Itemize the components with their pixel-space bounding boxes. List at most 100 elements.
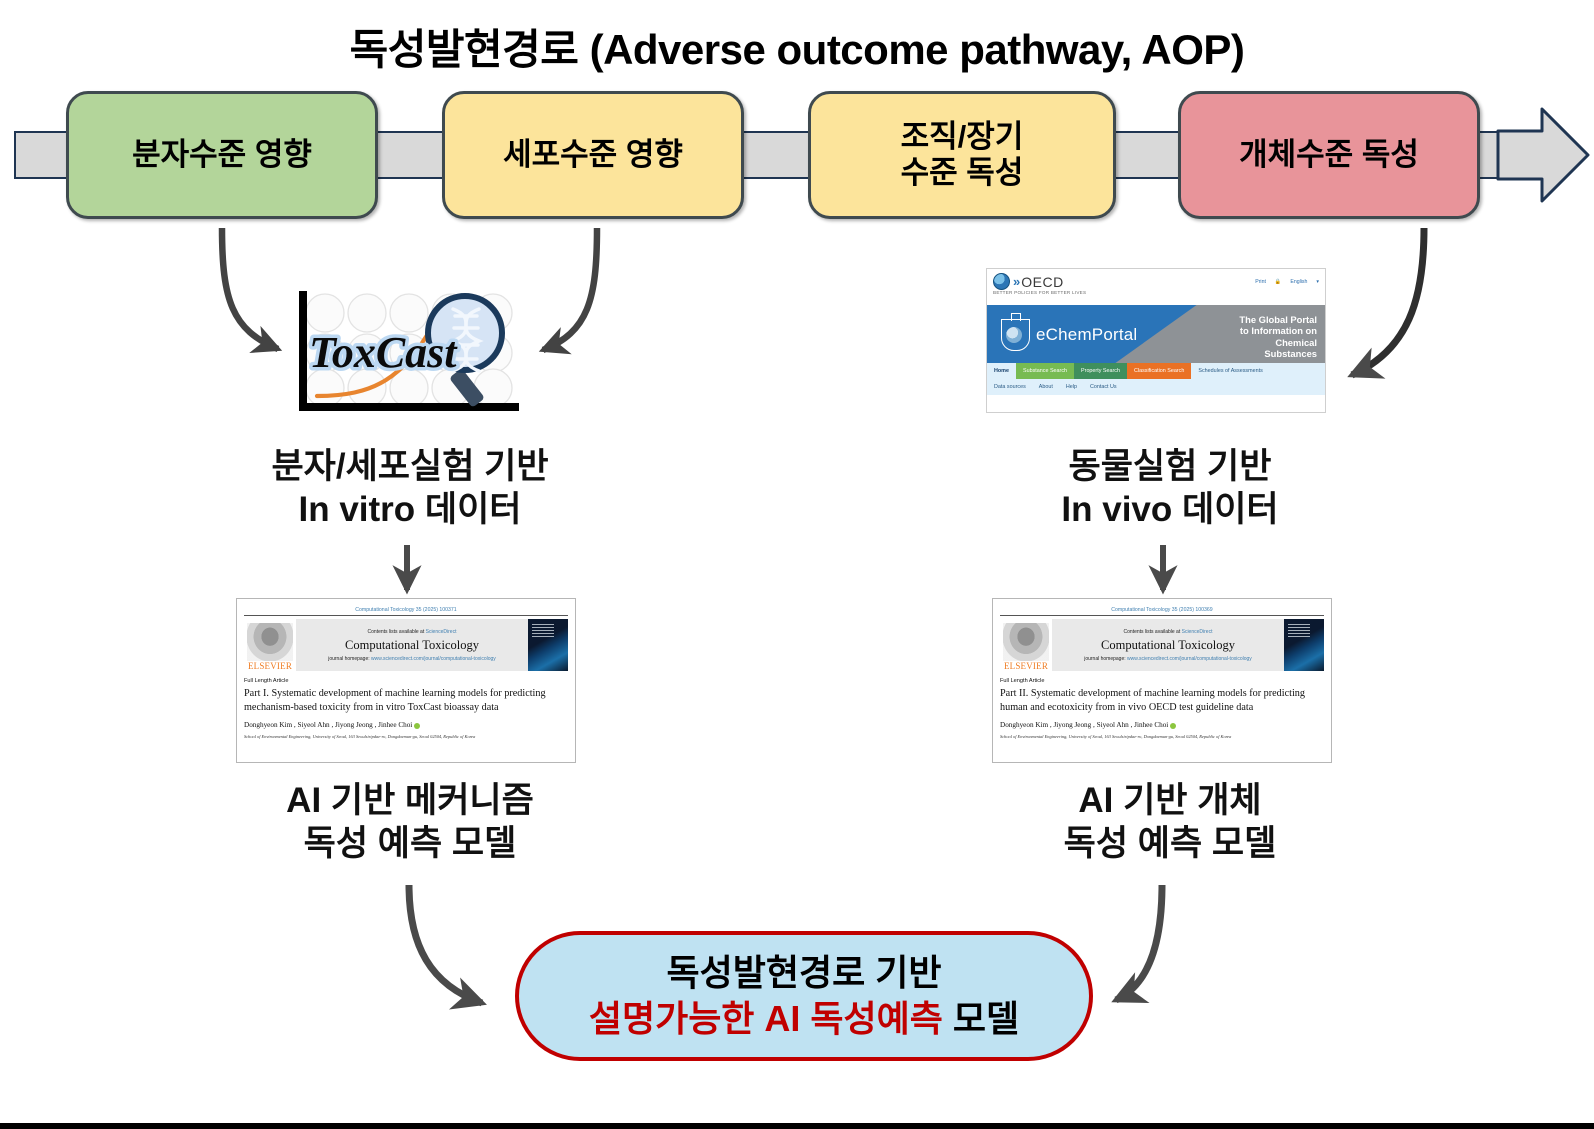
arrow-model2-to-result (1111, 884, 1166, 1004)
flask-globe-icon (1001, 313, 1030, 351)
paper-contents-line: Contents lists available at ScienceDirec… (368, 629, 457, 635)
paper-masthead: ELSEVIER Contents lists available at Sci… (1000, 619, 1324, 671)
paper-article-type: Full Length Article (1000, 678, 1045, 684)
toxcast-logo: ToxCast ToxCast (283, 283, 535, 418)
contents-prefix: Contents lists available at (1123, 628, 1182, 635)
toxcast-wordmark: ToxCast (309, 328, 458, 377)
page-title: 독성발현경로 (Adverse outcome pathway, AOP) (349, 26, 1245, 73)
echem-nav-schedules[interactable]: Schedules of Assessments (1198, 368, 1263, 374)
journal-homepage-link[interactable]: www.sciencedirect.com/journal/computatio… (371, 655, 496, 662)
paper-homepage-line: journal homepage: www.sciencedirect.com/… (328, 656, 496, 662)
aop-pathway-band: 분자수준 영향 세포수준 영향 조직/장기 수준 독성 개체수준 독성 (0, 85, 1594, 225)
elsevier-logo: ELSEVIER (244, 619, 296, 671)
paper-masthead: ELSEVIER Contents lists available at Sci… (244, 619, 568, 671)
caption-in-vitro: 분자/세포실험 기반 In vitro 데이터 (271, 447, 549, 529)
chevron-right-icon: » (1013, 274, 1020, 289)
echem-subnav-data-sources[interactable]: Data sources (994, 384, 1026, 390)
arrow-organism-to-echemportal (1347, 227, 1428, 379)
arrow-model1-to-result (405, 884, 487, 1010)
result-line-1: 독성발현경로 기반 (666, 952, 942, 994)
open-access-icon (414, 722, 421, 729)
paper-runhead: Computational Toxicology 35 (2025) 10036… (1111, 607, 1213, 613)
language-link[interactable]: English (1290, 279, 1308, 285)
paper-thumbnail-part-2[interactable]: Computational Toxicology 35 (2025) 10036… (992, 598, 1332, 763)
aop-stage-cellular[interactable]: 세포수준 영향 (442, 91, 744, 219)
paper-journal-block: Contents lists available at ScienceDirec… (1052, 619, 1284, 671)
lock-icon: 🔒 (1274, 279, 1282, 285)
paper-homepage-line: journal homepage: www.sciencedirect.com/… (1084, 656, 1252, 662)
paper-title: Part I. Systematic development of machin… (244, 688, 546, 713)
arrow-molecular-to-toxcast (218, 227, 283, 353)
aop-stage-tissue-organ[interactable]: 조직/장기 수준 독성 (808, 91, 1116, 219)
echem-subnav-contact[interactable]: Contact Us (1089, 384, 1117, 390)
echem-nav-classification-search[interactable]: Classification Search (1127, 363, 1192, 379)
echem-nav-home[interactable]: Home (994, 368, 1009, 374)
aop-stage-label: 분자수준 영향 (132, 137, 312, 173)
echem-subnav-about[interactable]: About (1038, 384, 1053, 390)
paper-affiliation: School of Environmental Engineering, Uni… (1000, 734, 1232, 740)
aop-stage-label: 세포수준 영향 (503, 137, 683, 173)
elsevier-wordmark: ELSEVIER (247, 661, 293, 671)
paper-runhead: Computational Toxicology 35 (2025) 10037… (355, 607, 457, 613)
paper-authors: Donghyeon Kim , Siyeol Ahn , Jiyong Jeon… (244, 721, 568, 729)
magnifier-icon (425, 293, 505, 407)
result-highlight: 설명가능한 AI 독성예측 (588, 998, 943, 1039)
echem-subnav-help[interactable]: Help (1065, 384, 1077, 390)
paper-journal-block: Contents lists available at ScienceDirec… (296, 619, 528, 671)
paper-affiliation: School of Environmental Engineering, Uni… (244, 734, 476, 740)
elsevier-wordmark: ELSEVIER (1003, 661, 1049, 671)
caption-in-vivo: 동물실험 기반 In vivo 데이터 (1061, 447, 1279, 529)
paper-authors-text: Donghyeon Kim , Siyeol Ahn , Jiyong Jeon… (244, 721, 413, 730)
elsevier-tree-icon (247, 623, 293, 661)
elsevier-logo: ELSEVIER (1000, 619, 1052, 671)
aop-stage-label: 개체수준 독성 (1239, 137, 1419, 173)
echem-utility-nav[interactable]: Print 🔒 English ▾ (1255, 279, 1319, 285)
toxcast-wordmark-glow: ToxCast (309, 328, 458, 377)
paper-authors-text: Donghyeon Kim , Jiyong Jeong , Siyeol Ah… (1000, 721, 1169, 730)
divider (244, 615, 568, 616)
echem-sub-nav[interactable]: Data sources About Help Contact Us (987, 379, 1325, 395)
sciencedirect-link[interactable]: ScienceDirect (425, 628, 457, 635)
open-access-icon (1170, 722, 1177, 729)
paper-thumbnail-part-1[interactable]: Computational Toxicology 35 (2025) 10037… (236, 598, 576, 763)
aop-arrowhead-icon (1496, 107, 1590, 203)
echem-topbar: » OECD BETTER POLICIES FOR BETTER LIVES … (987, 269, 1325, 305)
echem-nav-property-search[interactable]: Property Search (1074, 363, 1127, 379)
journal-cover-image (528, 619, 568, 671)
echem-main-nav[interactable]: Home Substance Search Property Search Cl… (987, 363, 1325, 379)
sciencedirect-link[interactable]: ScienceDirect (1181, 628, 1213, 635)
divider (1000, 615, 1324, 616)
print-link[interactable]: Print (1255, 279, 1266, 285)
paper-authors: Donghyeon Kim , Jiyong Jeong , Siyeol Ah… (1000, 721, 1324, 729)
journal-cover-image (1284, 619, 1324, 671)
aop-stage-molecular[interactable]: 분자수준 영향 (66, 91, 378, 219)
echem-banner: eChemPortal The Global Portal to Informa… (987, 305, 1325, 363)
arrow-cellular-to-toxcast (538, 227, 601, 355)
result-tail: 모델 (942, 998, 1020, 1039)
homepage-prefix: journal homepage: (328, 655, 372, 662)
paper-article-type: Full Length Article (244, 678, 289, 684)
echemportal-screenshot[interactable]: » OECD BETTER POLICIES FOR BETTER LIVES … (986, 268, 1326, 413)
echem-brand: eChemPortal (1001, 313, 1138, 351)
aop-stage-label: 조직/장기 수준 독성 (900, 119, 1024, 190)
elsevier-tree-icon (1003, 623, 1049, 661)
caption-organism-model: AI 기반 개체 독성 예측 모델 (1063, 781, 1277, 863)
chevron-down-icon: ▾ (1316, 279, 1319, 285)
result-box-explainable-ai[interactable]: 독성발현경로 기반 설명가능한 AI 독성예측 모델 (515, 931, 1093, 1061)
echem-brand-name: eChemPortal (1036, 325, 1138, 344)
paper-journal-name: Computational Toxicology (1101, 637, 1235, 652)
result-line-2: 설명가능한 AI 독성예측 모델 (589, 998, 1019, 1040)
globe-icon (993, 273, 1010, 290)
contents-prefix: Contents lists available at (367, 628, 426, 635)
aop-stage-organism[interactable]: 개체수준 독성 (1178, 91, 1480, 219)
journal-homepage-link[interactable]: www.sciencedirect.com/journal/computatio… (1127, 655, 1252, 662)
homepage-prefix: journal homepage: (1084, 655, 1128, 662)
paper-journal-name: Computational Toxicology (345, 637, 479, 652)
oecd-tagline: BETTER POLICIES FOR BETTER LIVES (993, 290, 1087, 295)
oecd-wordmark: OECD (1021, 273, 1064, 290)
oecd-logo: » OECD (993, 273, 1064, 290)
paper-title: Part II. Systematic development of machi… (1000, 688, 1305, 713)
echem-slogan: The Global Portal to Information on Chem… (1239, 314, 1317, 360)
echem-nav-substance-search[interactable]: Substance Search (1015, 363, 1075, 379)
